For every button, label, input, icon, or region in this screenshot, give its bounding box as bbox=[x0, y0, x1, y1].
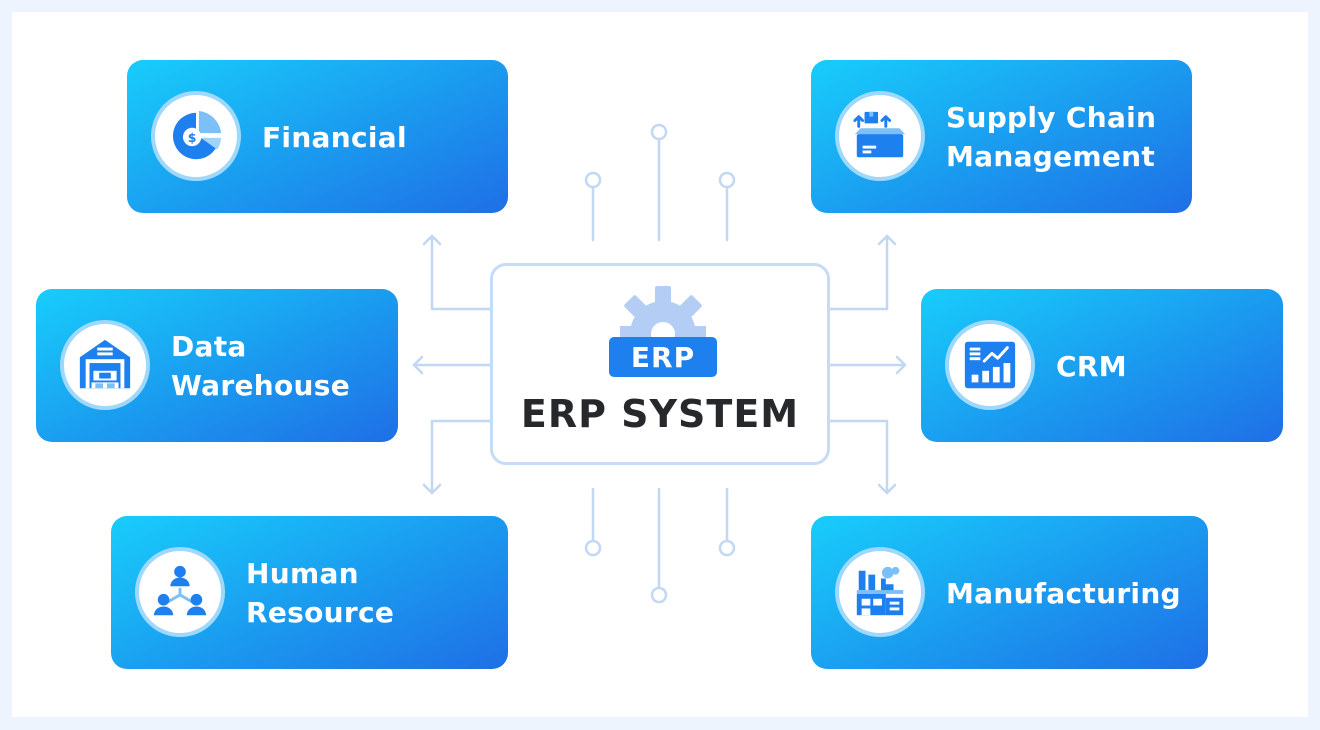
warehouse-icon bbox=[60, 320, 150, 410]
connector-supply-chain bbox=[828, 234, 889, 311]
supply-box-icon bbox=[835, 91, 925, 181]
module-label-financial: Financial bbox=[262, 121, 407, 154]
module-label-human-resource: Human Resource bbox=[246, 557, 395, 629]
module-label-manufacturing: Manufacturing bbox=[946, 577, 1181, 610]
module-card-data-warehouse[interactable]: Data Warehouse bbox=[36, 289, 398, 442]
financial-pie-dollar-icon: $ bbox=[151, 91, 241, 181]
factory-icon bbox=[835, 547, 925, 637]
crm-dashboard-icon bbox=[945, 320, 1035, 410]
module-card-manufacturing[interactable]: Manufacturing bbox=[811, 516, 1208, 669]
center-title: ERP SYSTEM bbox=[520, 392, 800, 436]
module-label-data-warehouse: Data Warehouse bbox=[171, 330, 351, 402]
erp-badge: ERP bbox=[609, 337, 717, 377]
module-card-financial[interactable]: $ Financial bbox=[127, 60, 508, 213]
svg-text:$: $ bbox=[188, 130, 197, 145]
module-label-supply-chain: Supply Chain Management bbox=[946, 101, 1157, 173]
module-card-crm[interactable]: CRM bbox=[921, 289, 1283, 442]
module-card-human-resource[interactable]: Human Resource bbox=[111, 516, 508, 669]
module-card-supply-chain[interactable]: Supply Chain Management bbox=[811, 60, 1192, 213]
connector-manufacturing bbox=[828, 419, 889, 495]
module-label-crm: CRM bbox=[1056, 350, 1127, 383]
erp-system-hub: ERP ERP SYSTEM bbox=[490, 263, 830, 465]
connector-human-resource bbox=[430, 419, 492, 495]
connector-financial bbox=[430, 234, 492, 311]
team-hierarchy-icon bbox=[135, 547, 225, 637]
gear-icon bbox=[620, 286, 706, 342]
